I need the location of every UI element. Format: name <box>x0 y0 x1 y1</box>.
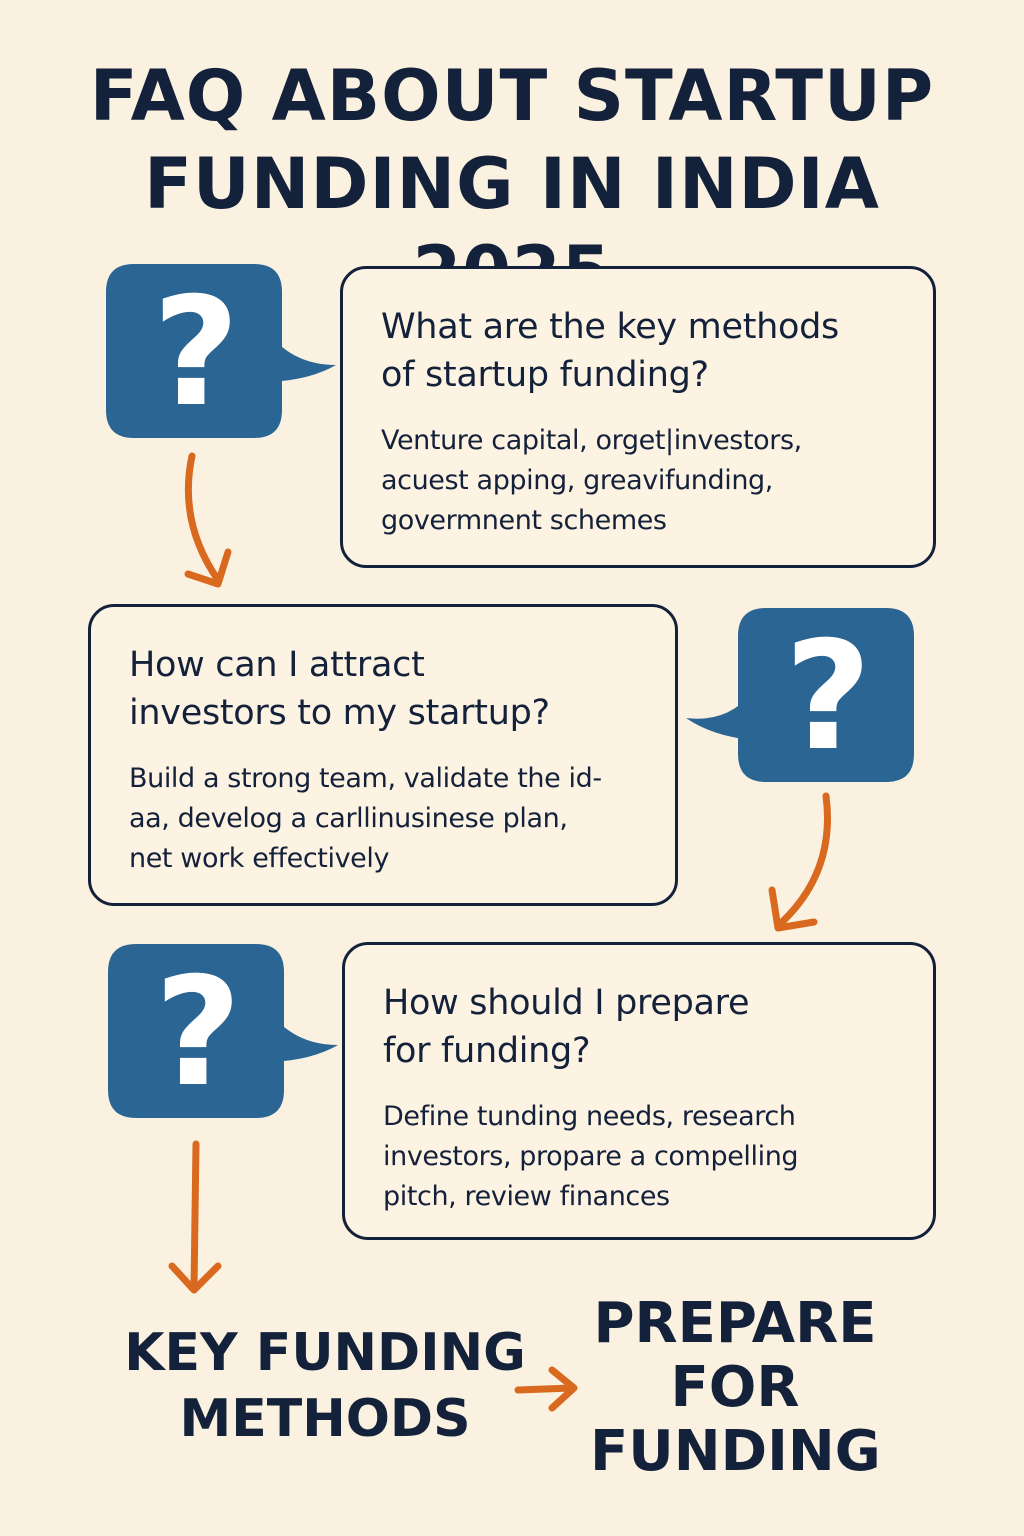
question-bubble-icon: ? <box>106 942 284 1120</box>
faq-question: How can I attract investors to my startu… <box>129 641 639 737</box>
faq-question: What are the key methods of startup fund… <box>381 303 897 399</box>
summary-line: FOR <box>670 1355 800 1420</box>
summary-prepare-for-funding: PREPARE FOR FUNDING <box>590 1291 881 1484</box>
faq-question-line: How can I attract <box>129 645 425 685</box>
question-bubble-icon: ? <box>736 606 914 784</box>
curved-arrow-icon <box>768 792 832 932</box>
faq-question-line: of startup funding? <box>381 355 709 395</box>
faq-card-prepare: How should I prepare for funding? Define… <box>342 942 936 1240</box>
faq-answer: Build a strong team, validate the id- aa… <box>129 759 639 879</box>
faq-question: How should I prepare for funding? <box>383 979 897 1075</box>
down-arrow-icon <box>168 1140 222 1294</box>
summary-line: PREPARE <box>593 1291 877 1356</box>
faq-answer-line: Define tunding needs, research <box>383 1101 796 1132</box>
faq-question-line: for funding? <box>383 1031 591 1071</box>
summary-key-funding-methods: KEY FUNDING METHODS <box>120 1320 530 1452</box>
speech-tail-icon <box>686 693 752 740</box>
summary-line: FUNDING <box>590 1419 881 1484</box>
page-title-line-1: FAQ ABOUT STARTUP <box>89 55 935 137</box>
faq-question-line: How should I prepare <box>383 983 750 1023</box>
svg-text:?: ? <box>154 946 241 1120</box>
faq-card-methods: What are the key methods of startup fund… <box>340 266 936 568</box>
faq-answer-line: pitch, review finances <box>383 1181 670 1212</box>
faq-answer-line: aa, develog a carllinusinese plan, <box>129 803 568 834</box>
faq-answer: Define tunding needs, research investors… <box>383 1097 897 1217</box>
summary-line: METHODS <box>179 1389 471 1449</box>
faq-question-line: investors to my startup? <box>129 693 550 733</box>
faq-question-line: What are the key methods <box>381 307 839 347</box>
speech-tail-icon <box>272 1015 338 1062</box>
faq-answer-line: acuest apping, greavifunding, <box>381 465 773 496</box>
faq-answer-line: Build a strong team, validate the id- <box>129 763 602 794</box>
question-bubble-icon: ? <box>104 262 282 440</box>
curved-arrow-icon <box>184 452 232 588</box>
svg-text:?: ? <box>152 266 239 440</box>
faq-answer-line: Venture capital, orget|investors, <box>381 425 802 456</box>
faq-card-investors: How can I attract investors to my startu… <box>88 604 678 906</box>
speech-tail-icon <box>270 335 336 382</box>
page-title: FAQ ABOUT STARTUP FUNDING IN INDIA 2025 <box>40 52 984 316</box>
faq-answer-line: govermnent schemes <box>381 505 667 536</box>
right-arrow-icon <box>514 1366 578 1412</box>
faq-answer-line: net work effectively <box>129 843 390 874</box>
svg-text:?: ? <box>784 610 871 784</box>
summary-line: KEY FUNDING <box>124 1323 526 1383</box>
faq-answer: Venture capital, orget|investors, acuest… <box>381 421 897 541</box>
faq-answer-line: investors, propare a compelling <box>383 1141 799 1172</box>
